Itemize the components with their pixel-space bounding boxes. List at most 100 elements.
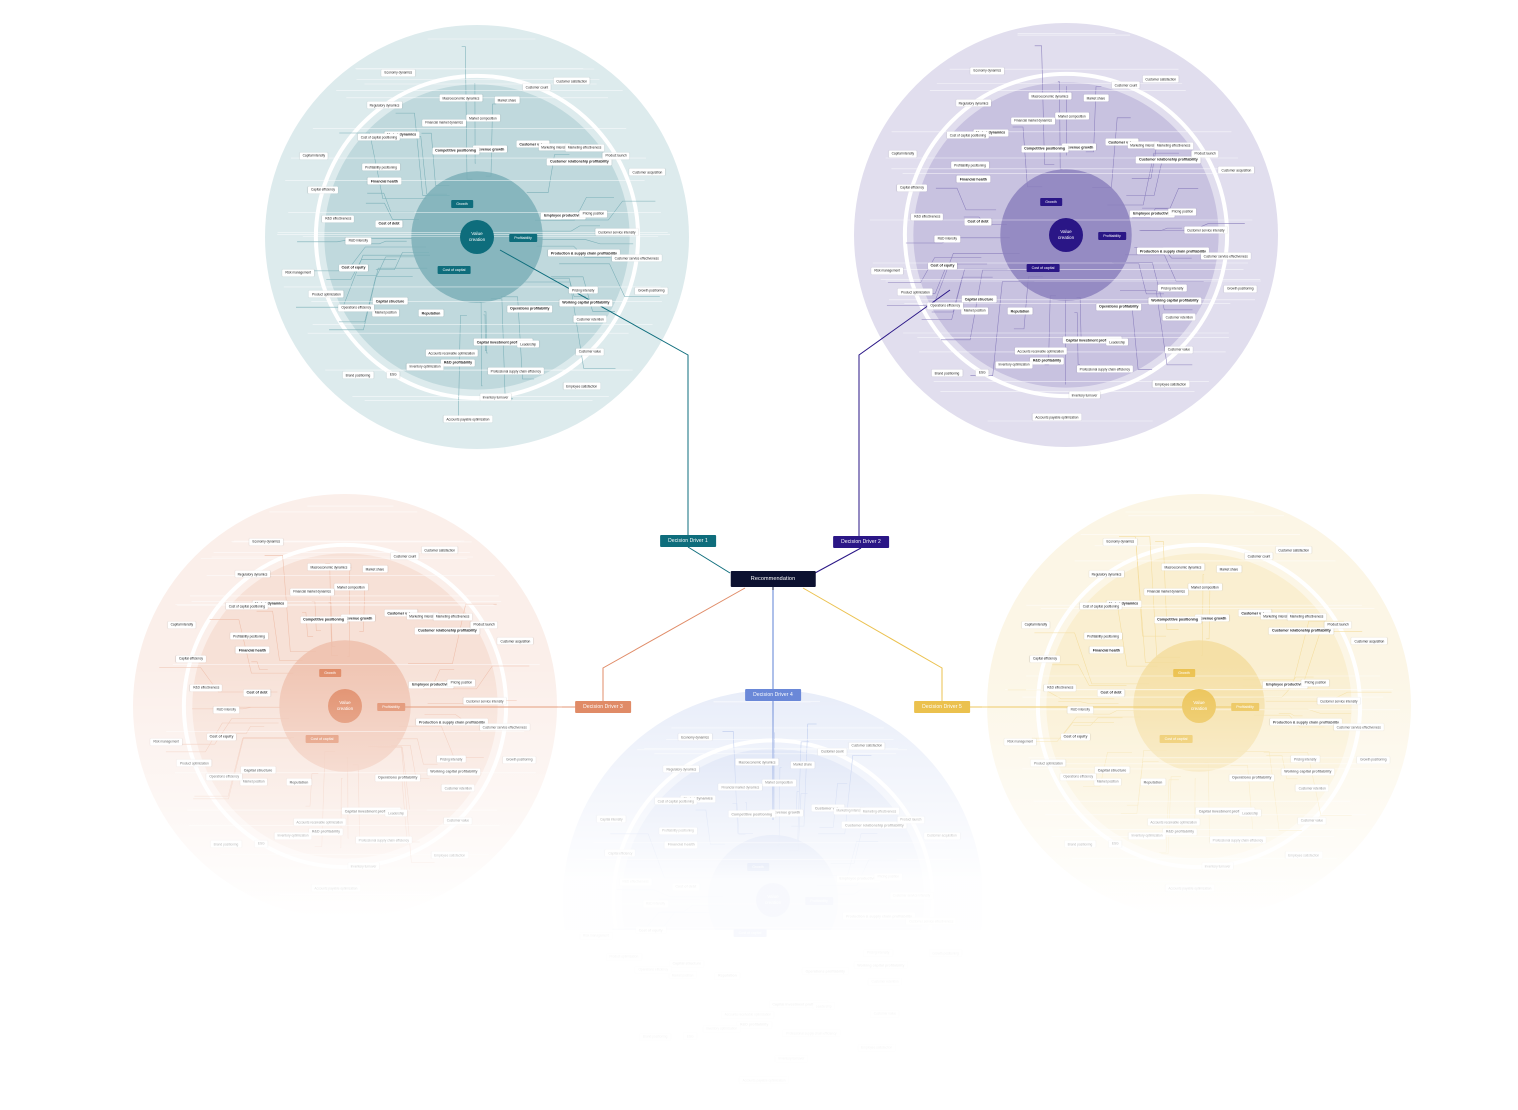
- sub-driver-label[interactable]: Macroeconomic dynamics: [307, 564, 350, 571]
- driver-label[interactable]: Working capital profitability: [1148, 297, 1201, 304]
- sub-driver-label[interactable]: Inventory optimization: [274, 832, 311, 839]
- sub-driver-label[interactable]: Customer satisfaction: [421, 547, 458, 554]
- sub-driver-label[interactable]: Profitability positioning: [230, 633, 268, 640]
- sub-driver-label[interactable]: Pricing position: [448, 679, 476, 686]
- sub-driver-label[interactable]: Inventory turnover: [1202, 863, 1234, 870]
- sub-driver-label[interactable]: Pricing position: [1302, 679, 1330, 686]
- sub-driver-label[interactable]: Economy dynamics: [970, 67, 1004, 74]
- sub-driver-label[interactable]: Growth positioning: [1224, 285, 1256, 292]
- sub-driver-label[interactable]: Cost of capital positioning: [1080, 603, 1122, 610]
- sub-driver-label[interactable]: Marketing effectiveness: [433, 613, 472, 620]
- sub-driver-label[interactable]: Inventory turnover: [1069, 392, 1101, 399]
- sub-driver-label[interactable]: Product optimization: [309, 291, 344, 298]
- sub-driver-label[interactable]: Customer satisfaction: [1142, 76, 1179, 83]
- driver-label[interactable]: Production & supply chain profitability: [416, 719, 488, 726]
- sub-driver-label[interactable]: Capital intensity: [597, 816, 626, 823]
- driver-label[interactable]: Cost of debt: [672, 883, 699, 890]
- driver-label[interactable]: R&D profitability: [309, 828, 343, 835]
- hub-cost-of-capital[interactable]: Cost of capital: [734, 929, 767, 937]
- sub-driver-label[interactable]: Growth positioning: [1357, 756, 1389, 763]
- sub-driver-label[interactable]: Economy dynamics: [249, 538, 283, 545]
- sub-driver-label[interactable]: Market composition: [334, 584, 368, 591]
- sub-driver-label[interactable]: Risk management: [1004, 738, 1036, 745]
- driver-label[interactable]: Cost of equity: [207, 733, 237, 740]
- sub-driver-label[interactable]: Inventory optimization: [406, 363, 443, 370]
- sub-driver-label[interactable]: Financial market dynamics: [719, 784, 763, 791]
- sub-driver-label[interactable]: Pricing intensity: [1291, 756, 1319, 763]
- driver-label[interactable]: Competitive positioning: [432, 147, 479, 154]
- sub-driver-label[interactable]: Capital efficiency: [897, 184, 927, 191]
- sub-driver-label[interactable]: Profitability positioning: [362, 164, 400, 171]
- sub-driver-label[interactable]: Leadership: [385, 810, 407, 817]
- sub-driver-label[interactable]: Cost of capital positioning: [655, 798, 697, 805]
- sub-driver-label[interactable]: Product launch: [897, 816, 924, 823]
- driver-label[interactable]: Operations profitability: [1229, 774, 1275, 781]
- sub-driver-label[interactable]: Macroeconomic dynamics: [439, 95, 482, 102]
- sub-driver-label[interactable]: R&D intensity: [346, 237, 371, 244]
- sub-driver-label[interactable]: Pricing position: [874, 873, 902, 880]
- sub-driver-label[interactable]: Accounts receivable optimization: [425, 350, 477, 357]
- sub-driver-label[interactable]: Product optimization: [606, 953, 641, 960]
- sub-driver-label[interactable]: Professional supply chain efficiency: [356, 837, 412, 844]
- driver-label[interactable]: R&D profitability: [441, 359, 475, 366]
- sub-driver-label[interactable]: Capital intensity: [889, 150, 918, 157]
- driver-label[interactable]: Cost of debt: [1098, 689, 1125, 696]
- hub-growth[interactable]: Growth: [319, 669, 341, 677]
- sub-driver-label[interactable]: Customer service effectiveness: [480, 724, 530, 731]
- sub-driver-label[interactable]: Macroeconomic dynamics: [1028, 93, 1071, 100]
- sub-driver-label[interactable]: R&D effectiveness: [190, 684, 222, 691]
- sub-driver-label[interactable]: Capital efficiency: [605, 850, 635, 857]
- sub-driver-label[interactable]: Leadership: [1239, 810, 1261, 817]
- sub-driver-label[interactable]: Accounts receivable optimization: [1147, 819, 1199, 826]
- sub-driver-label[interactable]: Capital intensity: [1022, 621, 1051, 628]
- sub-driver-label[interactable]: Inventory optimization: [703, 1025, 740, 1032]
- sub-driver-label[interactable]: Customer service effectiveness: [1334, 724, 1384, 731]
- sub-driver-label[interactable]: ESG: [387, 371, 400, 378]
- sub-driver-label[interactable]: Professional supply chain efficiency: [488, 368, 544, 375]
- sub-driver-label[interactable]: Customer retention: [442, 785, 475, 792]
- sub-driver-label[interactable]: Operations efficiency: [206, 773, 242, 780]
- sub-driver-label[interactable]: Operations efficiency: [1060, 773, 1096, 780]
- hub-profitability[interactable]: Profitability: [377, 703, 405, 711]
- driver-label[interactable]: Working capital profitability: [1281, 768, 1334, 775]
- sub-driver-label[interactable]: Market share: [363, 566, 388, 573]
- sub-driver-label[interactable]: Marketing effectiveness: [860, 808, 899, 815]
- driver-label[interactable]: Operations profitability: [507, 305, 553, 312]
- hub-cost-of-capital[interactable]: Cost of capital: [1160, 735, 1193, 743]
- driver-label[interactable]: Production & supply chain profitability: [843, 913, 915, 920]
- hub-profitability[interactable]: Profitability: [1098, 232, 1126, 240]
- sub-driver-label[interactable]: Brand positioning: [1065, 841, 1096, 848]
- sub-driver-label[interactable]: ESG: [255, 840, 268, 847]
- sub-driver-label[interactable]: Regulatory dynamics: [956, 100, 992, 107]
- sub-driver-label[interactable]: Customer count: [818, 748, 847, 755]
- driver-label[interactable]: Reputation: [715, 972, 740, 979]
- sub-driver-label[interactable]: Pricing intensity: [437, 756, 465, 763]
- driver-label[interactable]: Cost of debt: [965, 218, 992, 225]
- sub-driver-label[interactable]: Pricing intensity: [1158, 285, 1186, 292]
- driver-label[interactable]: Cost of debt: [244, 689, 271, 696]
- driver-label[interactable]: Capital structure: [373, 298, 408, 305]
- sub-driver-label[interactable]: Financial market dynamics: [422, 119, 466, 126]
- sub-driver-label[interactable]: R&D effectiveness: [620, 878, 652, 885]
- sub-driver-label[interactable]: Capital efficiency: [1030, 655, 1060, 662]
- sub-driver-label[interactable]: Market composition: [1055, 113, 1089, 120]
- sub-driver-label[interactable]: Accounts receivable optimization: [722, 1011, 774, 1018]
- hub-growth[interactable]: Growth: [1040, 198, 1062, 206]
- driver-label[interactable]: Capital structure: [962, 296, 997, 303]
- sub-driver-label[interactable]: Customer retention: [574, 316, 607, 323]
- sub-driver-label[interactable]: Product optimization: [1031, 760, 1066, 767]
- sub-driver-label[interactable]: Financial market dynamics: [290, 588, 334, 595]
- sub-driver-label[interactable]: R&D intensity: [1068, 706, 1093, 713]
- sub-driver-label[interactable]: Accounts payable optimization: [311, 885, 360, 892]
- driver-label[interactable]: Working capital profitability: [559, 299, 612, 306]
- sub-driver-label[interactable]: Product optimization: [898, 289, 933, 296]
- sub-driver-label[interactable]: Risk management: [282, 269, 314, 276]
- sub-driver-label[interactable]: Customer acquisition: [630, 169, 666, 176]
- sub-driver-label[interactable]: Customer retention: [1296, 785, 1329, 792]
- sub-driver-label[interactable]: R&D effectiveness: [911, 213, 943, 220]
- sub-driver-label[interactable]: Customer count: [1112, 82, 1141, 89]
- sub-driver-label[interactable]: Customer retention: [869, 978, 902, 985]
- sub-driver-label[interactable]: Customer satisfaction: [848, 742, 885, 749]
- driver-label[interactable]: R&D profitability: [1030, 357, 1064, 364]
- driver-label[interactable]: Capital structure: [670, 960, 705, 967]
